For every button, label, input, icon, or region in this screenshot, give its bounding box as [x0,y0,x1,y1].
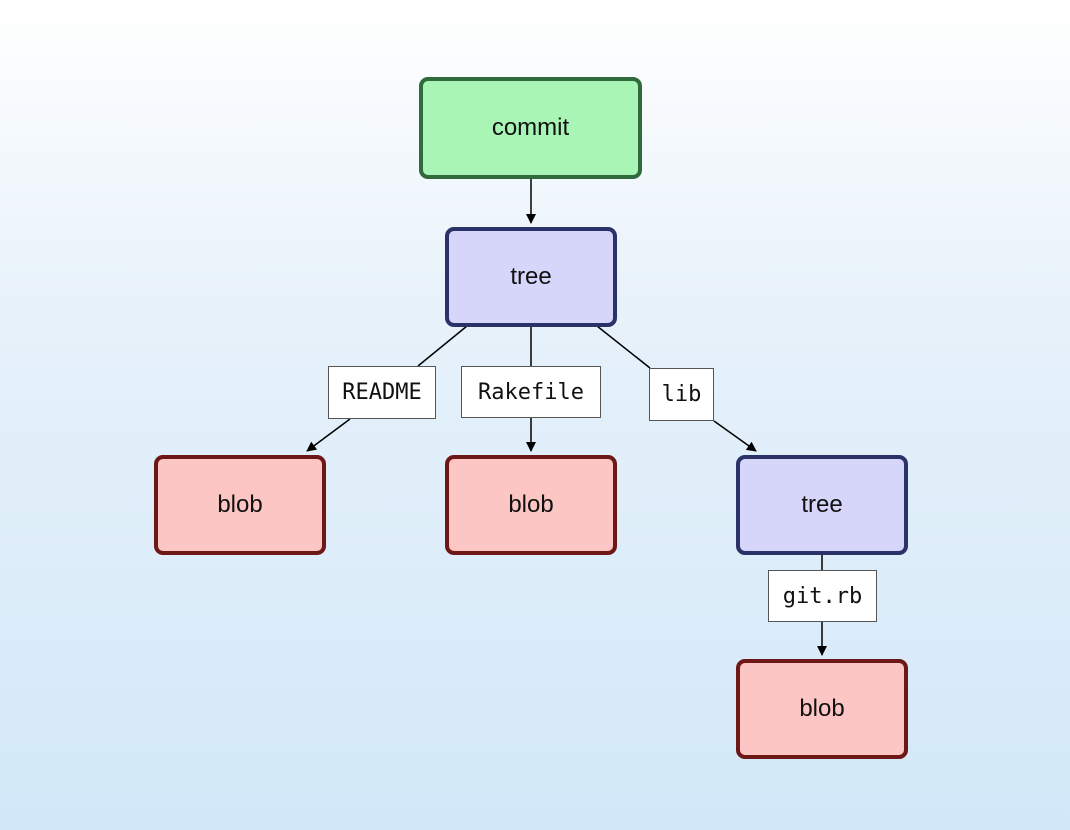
root-tree-node: tree [445,227,617,327]
gitrb-blob-node: blob [736,659,908,759]
edge-tree-to-lib-line-lower [713,420,757,452]
edge-label-readme-text: README [342,380,422,405]
edge-label-readme: README [328,366,436,419]
lib-tree-node: tree [736,455,908,555]
readme-blob-node-label: blob [217,491,263,518]
commit-node-label: commit [491,114,570,141]
rakefile-blob-node-label: blob [508,491,554,518]
gitrb-blob-node-label: blob [799,695,845,722]
edge-tree-to-readme-line-lower [306,418,351,452]
readme-blob-node: blob [154,455,326,555]
edge-tree-to-lib-line-upper [596,325,651,369]
edge-label-rakefile: Rakefile [461,366,601,418]
edge-label-rakefile-text: Rakefile [478,379,584,405]
rakefile-blob-node: blob [445,455,617,555]
edge-label-lib: lib [649,368,714,421]
root-tree-node-label: tree [510,263,552,290]
edge-label-lib-text: lib [661,382,702,407]
edge-label-gitrb: git.rb [768,570,877,622]
edge-tree-to-readme-line-upper [417,325,468,367]
edge-label-gitrb-text: git.rb [782,583,863,609]
commit-node: commit [419,77,642,179]
lib-tree-node-label: tree [801,491,843,518]
